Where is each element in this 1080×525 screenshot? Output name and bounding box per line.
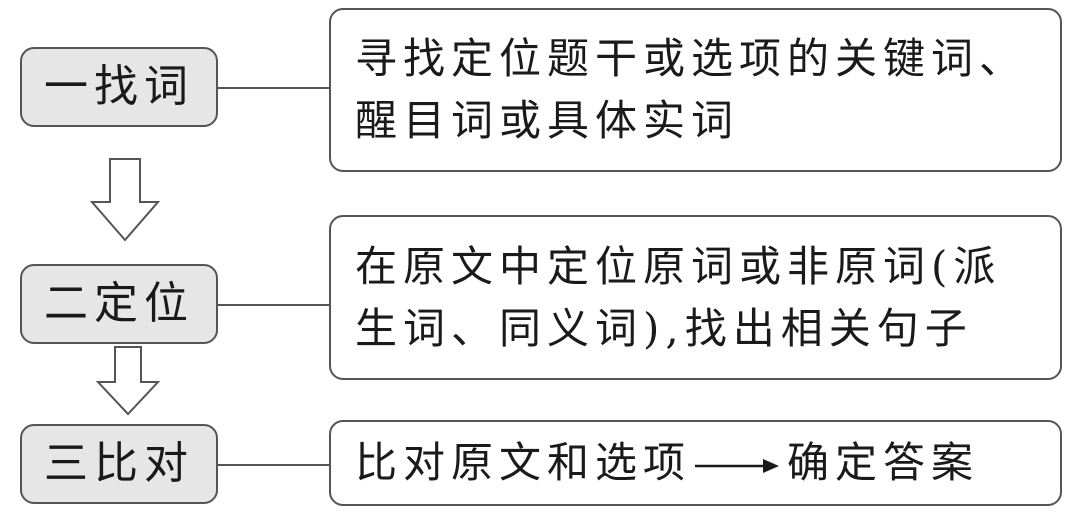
step-1-description-line-1: 寻找定位题干或选项的关键词、 [355, 34, 1028, 83]
step-2-description-box: 在原文中定位原词或非原词(派 生词、同义词),找出相关句子 [329, 215, 1062, 380]
step-3-connector-line [218, 464, 330, 466]
step-3-description-text-after-arrow: 确定答案 [787, 438, 980, 487]
step-3-description-line: 比对原文和选项 确定答案 [355, 432, 1040, 494]
step-2-box: 二定位 [20, 264, 218, 344]
right-arrow-icon [695, 459, 780, 473]
step-2-connector-line [218, 304, 330, 306]
step-1-description-line-2: 醒目词或具体实词 [355, 96, 740, 145]
step-3-description-text-before-arrow: 比对原文和选项 [355, 438, 692, 487]
step-1-connector-line [218, 87, 330, 89]
step-1-box: 一找词 [20, 47, 218, 127]
step-3-label: 三比对 [44, 438, 194, 489]
step-1-description-box: 寻找定位题干或选项的关键词、 醒目词或具体实词 [329, 8, 1062, 172]
down-arrow-icon [95, 346, 161, 416]
step-3-description-box: 比对原文和选项 确定答案 [329, 420, 1062, 506]
down-arrow-icon [90, 158, 160, 242]
step-3-box: 三比对 [20, 424, 218, 504]
step-2-description-line-2: 生词、同义词),找出相关句子 [355, 303, 973, 353]
step-2-description-line-1: 在原文中定位原词或非原词(派 [355, 241, 1002, 291]
step-1-label: 一找词 [44, 61, 194, 112]
step-2-label: 二定位 [44, 278, 194, 329]
